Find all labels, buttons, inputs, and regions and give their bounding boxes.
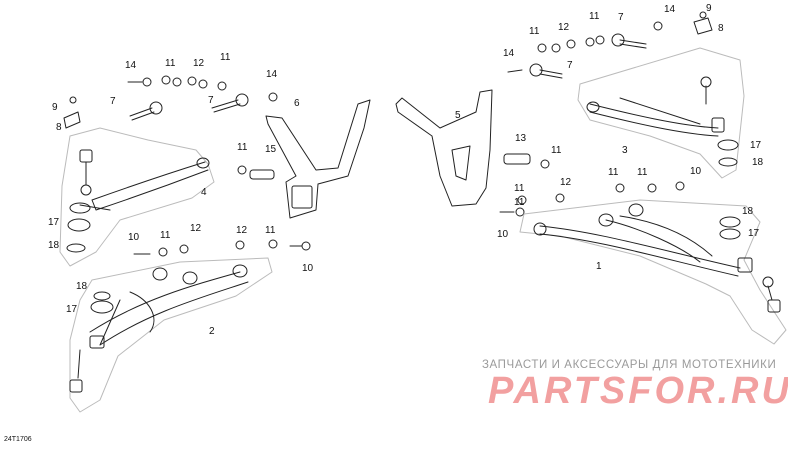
upper-left-boot xyxy=(69,202,91,214)
drawing-layer xyxy=(59,11,787,413)
lower-left-washer-17 xyxy=(90,300,114,314)
callout-c-right-11b: 11 xyxy=(589,11,600,22)
callout-c-right-13: 13 xyxy=(515,133,527,144)
callout-c-left-11b: 11 xyxy=(220,52,231,63)
drawing-code: 24T1706 xyxy=(4,436,32,443)
lower-left-arm xyxy=(89,271,249,346)
upper-right-washer-18 xyxy=(718,157,738,167)
right-rod-end-b xyxy=(539,69,563,79)
lower-right-bushing-b xyxy=(598,213,614,227)
lower-right-arm-plate xyxy=(519,199,787,345)
callout-c-left-4: 4 xyxy=(201,187,207,198)
callout-c-right-12: 12 xyxy=(558,22,570,33)
callout-c-right-18b: 18 xyxy=(742,206,754,217)
callout-c-right-12b: 12 xyxy=(560,177,572,188)
upper-right-arm xyxy=(589,97,719,137)
right-clip xyxy=(693,17,713,35)
callout-c-right-14b: 14 xyxy=(503,48,515,59)
callout-c-left-11d: 11 xyxy=(160,230,171,241)
upper-right-bushing xyxy=(586,101,600,113)
upper-left-arm xyxy=(79,161,209,211)
callout-c-right-11e: 11 xyxy=(637,167,648,178)
callout-c-left-10b: 10 xyxy=(302,263,314,274)
lower-left-arm-bushing-c xyxy=(232,264,248,278)
callout-c-right-17a: 17 xyxy=(750,140,762,151)
callout-c-left-12: 12 xyxy=(193,58,205,69)
callout-c-left-11e: 11 xyxy=(265,225,276,236)
lower-right-ball-joint xyxy=(737,257,753,273)
part-13 xyxy=(503,153,531,165)
lower-left-washer-18 xyxy=(93,291,111,301)
lower-right-bushing-a xyxy=(533,222,547,236)
bracket-6 xyxy=(265,99,371,219)
callout-c-right-11a: 11 xyxy=(529,26,540,37)
upper-left-arm-plate xyxy=(59,127,215,267)
callout-c-right-7a: 7 xyxy=(618,12,624,23)
part-15 xyxy=(249,169,275,180)
callout-c-left-18a: 18 xyxy=(48,240,60,251)
bracket-5 xyxy=(395,89,493,207)
callout-c-left-6: 6 xyxy=(294,98,300,109)
upper-left-washer-17 xyxy=(67,218,91,232)
callout-c-left-2: 2 xyxy=(209,326,215,337)
lower-left-arm-bushing-a xyxy=(152,267,168,281)
callout-c-left-12c: 12 xyxy=(236,225,248,236)
callout-c-right-1: 1 xyxy=(596,261,602,272)
lower-right-washer-17 xyxy=(719,228,741,240)
callout-c-left-11c: 11 xyxy=(237,142,248,153)
callout-c-right-17b: 17 xyxy=(748,228,760,239)
callout-c-left-9: 9 xyxy=(52,102,58,113)
callout-c-left-15: 15 xyxy=(265,144,277,155)
watermark-tagline: ЗАПЧАСТИ И АКСЕССУАРЫ ДЛЯ МОТОТЕХНИКИ xyxy=(482,359,777,371)
callout-c-right-8: 8 xyxy=(718,23,724,34)
callout-c-right-7b: 7 xyxy=(567,60,573,71)
left-clip xyxy=(63,111,81,129)
left-rod-end-a xyxy=(129,107,155,121)
callout-c-left-17a: 17 xyxy=(48,217,60,228)
lower-left-ball-stud xyxy=(69,379,83,393)
lower-right-ball-stud xyxy=(767,299,781,313)
callout-c-right-11c: 11 xyxy=(551,145,562,156)
upper-left-arm-bushing xyxy=(196,157,210,169)
callout-c-left-14b: 14 xyxy=(266,69,278,80)
callout-c-left-10a: 10 xyxy=(128,232,140,243)
callout-c-right-9: 9 xyxy=(706,3,712,14)
upper-right-washer-17 xyxy=(717,139,739,151)
left-rod-end-b xyxy=(211,99,241,113)
upper-left-ball-joint xyxy=(79,149,93,163)
callout-c-left-11a: 11 xyxy=(165,58,176,69)
callout-c-left-18b: 18 xyxy=(76,281,88,292)
upper-left-washer-18 xyxy=(66,243,86,253)
callout-c-right-5: 5 xyxy=(455,110,461,121)
callout-c-right-10a: 10 xyxy=(690,166,702,177)
callout-c-left-8: 8 xyxy=(56,122,62,133)
lower-left-arm-plate xyxy=(69,257,273,413)
callout-c-right-3: 3 xyxy=(622,145,628,156)
callout-c-right-11f: 11 xyxy=(514,183,525,194)
callout-c-right-10b: 10 xyxy=(497,229,509,240)
watermark-logo: PARTSFOR.RU xyxy=(488,370,788,411)
callout-c-right-11d: 11 xyxy=(608,167,619,178)
callout-c-right-11g: 11 xyxy=(514,197,525,208)
callout-c-left-17b: 17 xyxy=(66,304,78,315)
callout-c-left-12b: 12 xyxy=(190,223,202,234)
lower-left-arm-bushing-b xyxy=(182,271,198,285)
callout-c-right-14a: 14 xyxy=(664,4,676,15)
callout-c-left-14: 14 xyxy=(125,60,137,71)
upper-right-arm-plate xyxy=(577,47,745,179)
callout-c-right-18a: 18 xyxy=(752,157,764,168)
callout-c-left-7a: 7 xyxy=(110,96,116,107)
lower-right-washer-18 xyxy=(719,216,741,228)
lower-right-bushing-c xyxy=(628,203,644,217)
watermark-brand: PARTSFOR.RU xyxy=(488,370,788,411)
upper-right-ball-joint xyxy=(711,117,725,133)
lower-left-ball-joint xyxy=(89,335,105,349)
lower-right-arm xyxy=(539,215,741,277)
callout-c-left-7b: 7 xyxy=(208,95,214,106)
